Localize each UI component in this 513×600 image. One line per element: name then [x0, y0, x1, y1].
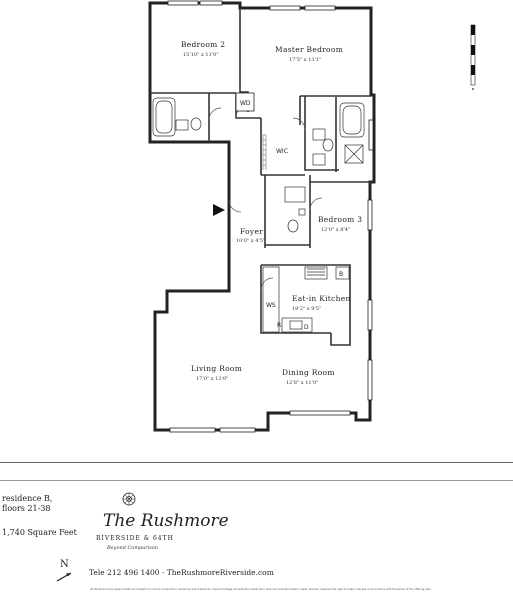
north-label: N	[60, 559, 69, 570]
brand-tagline: Beyond Comparison	[107, 545, 159, 551]
wd-label: WD	[240, 100, 251, 107]
bedroom3-dims: 12'0" x 8'4"	[321, 227, 350, 233]
windows	[167, 0, 374, 433]
living-room-dims: 17'0" x 13'0"	[196, 376, 228, 382]
foyer-name: Foyer	[240, 227, 263, 236]
footer-divider	[0, 480, 513, 481]
closet-shelves	[262, 134, 267, 170]
entry-arrow-icon	[213, 204, 225, 216]
refrigerator-label: R	[277, 322, 281, 329]
rushmore-emblem-icon	[122, 492, 136, 506]
residence-line2: floors 21-38	[2, 504, 51, 513]
footer-divider-top	[0, 462, 513, 463]
interior-walls	[150, 8, 372, 346]
dining-room-dims: 12'8" x 11'0"	[286, 380, 318, 386]
living-room-name: Living Room	[191, 364, 242, 373]
contact-info: Tele 212 496 1400 · TheRushmoreRiverside…	[89, 568, 274, 577]
brand-name: The Rushmore	[103, 511, 229, 531]
north-arrow-icon: N	[56, 559, 72, 582]
bedroom2-name: Bedroom 2	[181, 40, 225, 49]
square-feet: 1,740 Square Feet	[2, 528, 77, 537]
brand-subtitle: RIVERSIDE & 64TH	[96, 535, 174, 542]
ws-label: WS	[266, 302, 276, 309]
dining-room-name: Dining Room	[282, 368, 335, 377]
bedroom2-dims: 15'10" x 11'0"	[183, 52, 219, 58]
b-label: B	[339, 271, 343, 278]
dishwasher-label: D	[304, 324, 309, 331]
foyer-dims: 10'0" x 4'5"	[236, 238, 265, 244]
bath-fixtures	[152, 97, 365, 233]
master-bedroom-name: Master Bedroom	[275, 45, 343, 54]
footer: residence B, floors 21-38 1,740 Square F…	[0, 462, 513, 600]
kitchen-dims: 19'2" x 9'5"	[292, 306, 321, 312]
kitchen-fixtures	[262, 266, 350, 333]
exterior-walls	[148, 1, 376, 432]
floor-plan: Bedroom 2 15'10" x 11'0" Master Bedroom …	[148, 0, 476, 433]
washer-dryer	[235, 92, 255, 112]
wic-label: WIC	[276, 148, 288, 155]
scale-bar	[470, 24, 476, 90]
residence-line1: residence B,	[2, 494, 53, 503]
legal-disclaimer: All dimensions are approximate and subje…	[90, 588, 432, 591]
kitchen-name: Eat-in Kitchen	[292, 294, 351, 303]
bedroom3-name: Bedroom 3	[318, 215, 362, 224]
master-bedroom-dims: 17'5" x 13'1"	[289, 57, 321, 63]
